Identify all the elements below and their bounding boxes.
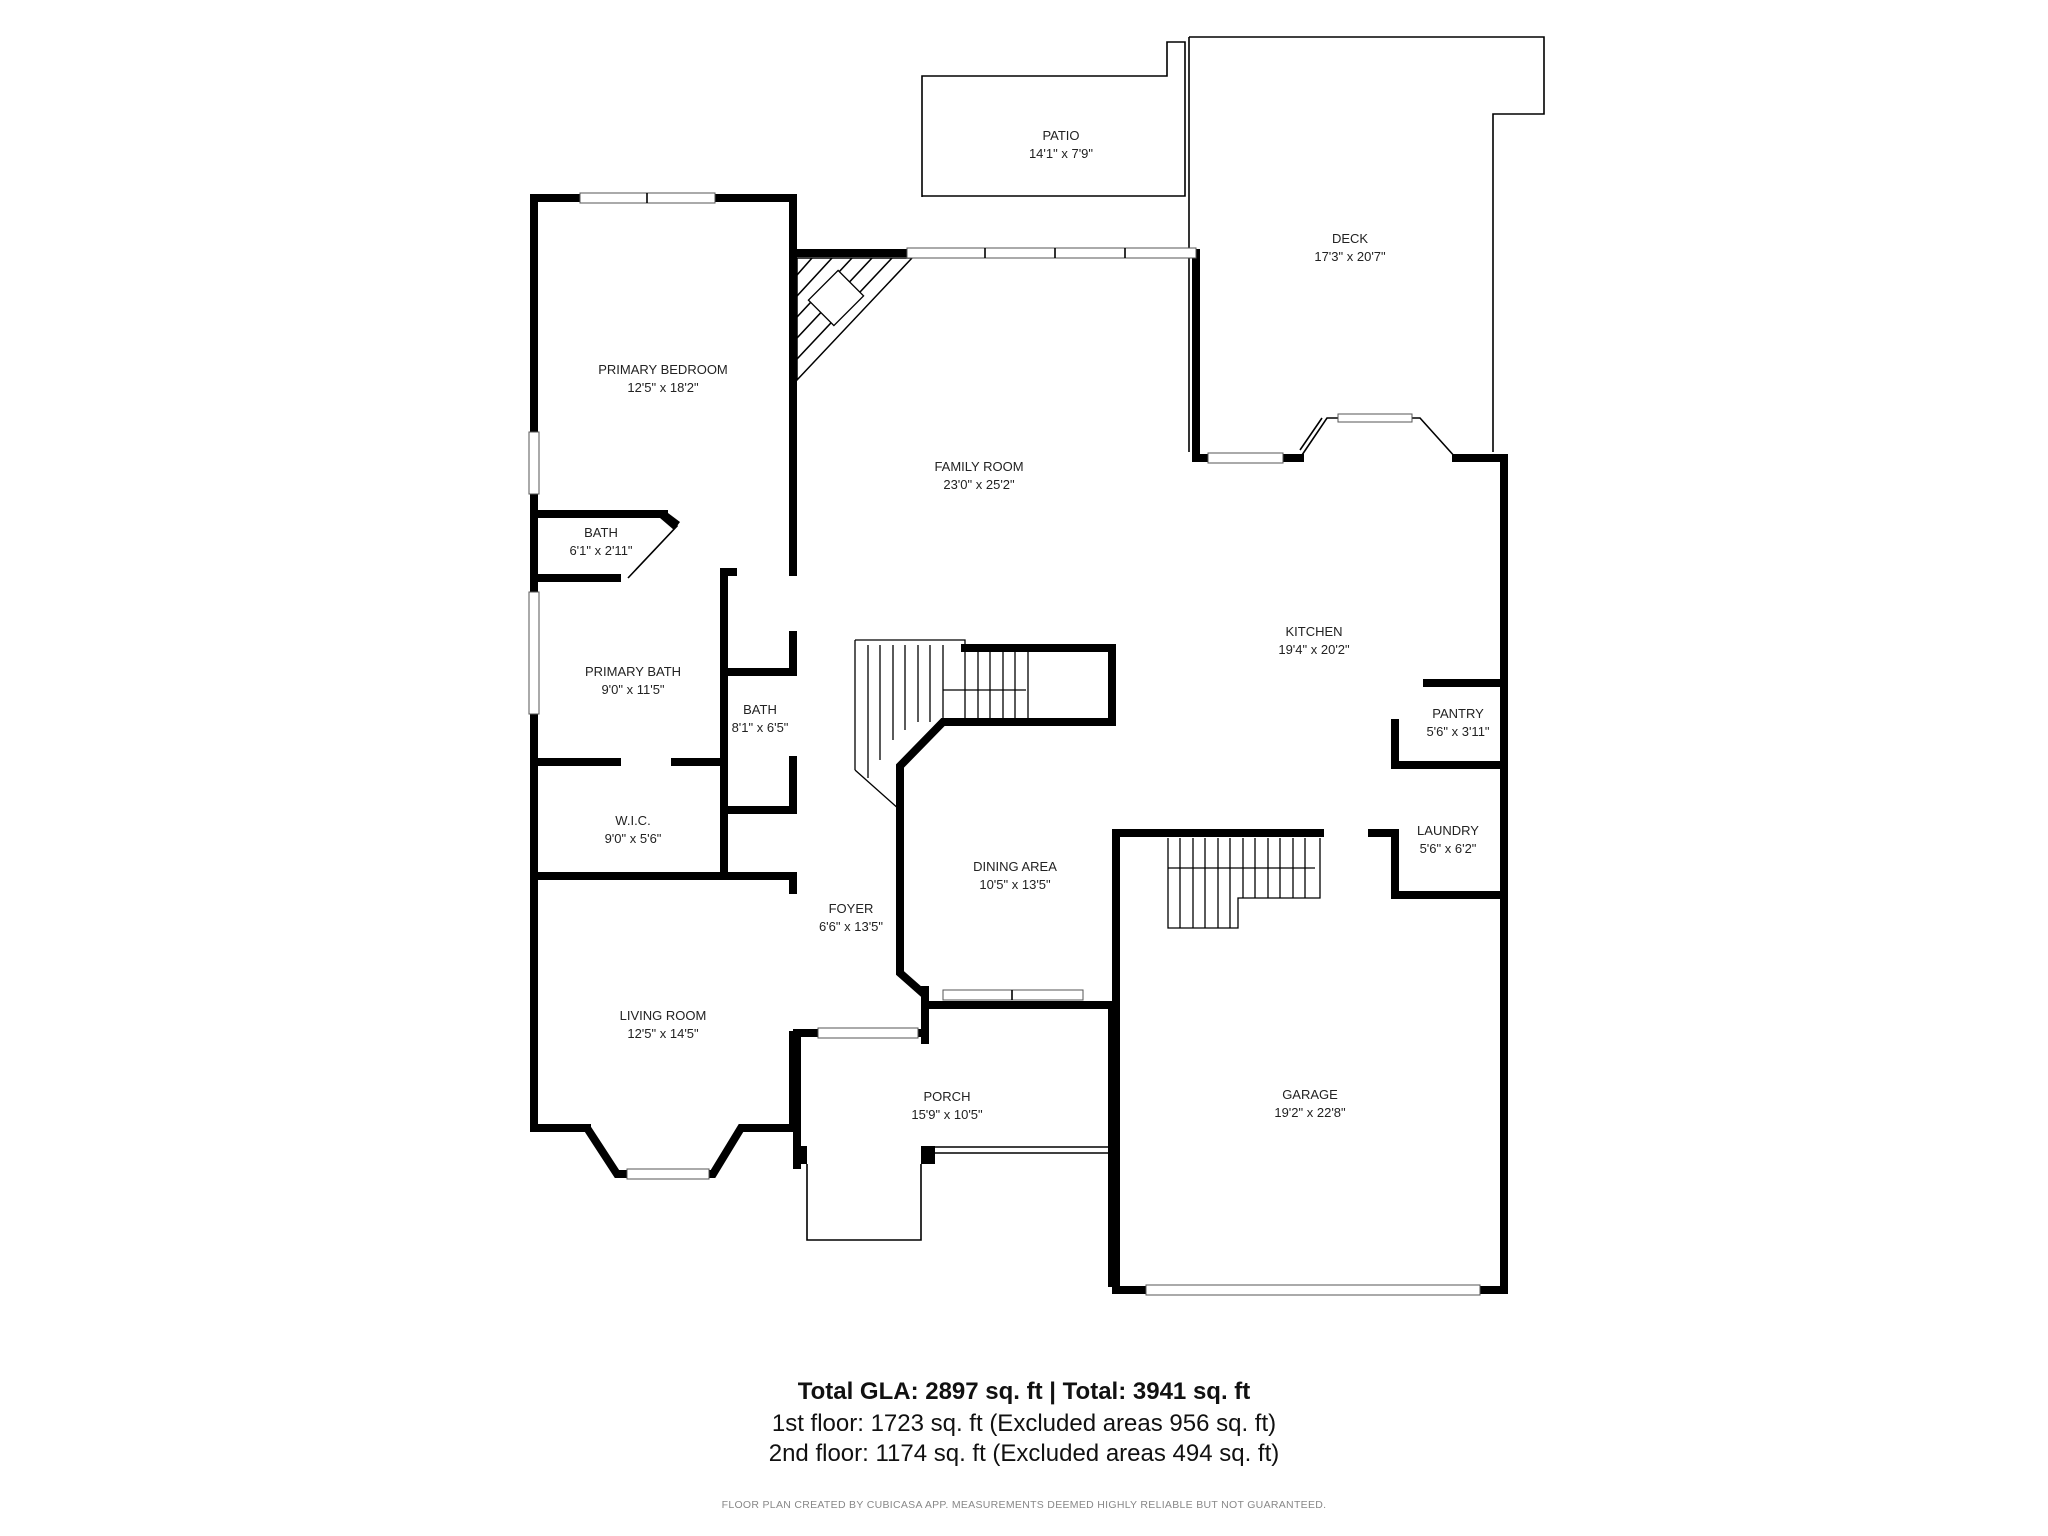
second-floor-area: 2nd floor: 1174 sq. ft (Excluded areas 4…	[768, 1440, 1280, 1467]
porch-size: 15'9" x 10'5"	[911, 1107, 983, 1122]
pantry-size: 5'6" x 3'11"	[1426, 724, 1489, 739]
garage-label: GARAGE	[1282, 1087, 1338, 1102]
staircase-lower	[1167, 838, 1321, 929]
walls	[530, 194, 1508, 1294]
laundry-label: LAUNDRY	[1417, 823, 1479, 838]
bath-a-label: BATH	[584, 525, 618, 540]
deck-outline	[1188, 36, 1545, 452]
laundry-size: 5'6" x 6'2"	[1420, 841, 1477, 856]
patio-size: 14'1" x 7'9"	[1029, 146, 1093, 161]
credit-text: FLOOR PLAN CREATED BY CUBICASA APP. MEAS…	[721, 1499, 1327, 1511]
kitchen-size: 19'4" x 20'2"	[1278, 642, 1350, 657]
primary-bedroom-size: 12'5" x 18'2"	[627, 380, 699, 395]
porch-steps	[806, 1146, 1112, 1241]
family-room-label: FAMILY ROOM	[934, 459, 1023, 474]
total-area: Total GLA: 2897 sq. ft | Total: 3941 sq.…	[797, 1378, 1251, 1405]
dining-area-label: DINING AREA	[973, 859, 1057, 874]
bath-a-diagonal	[627, 510, 680, 579]
bath-b-size: 8'1" x 6'5"	[732, 720, 789, 735]
living-room-size: 12'5" x 14'5"	[627, 1026, 699, 1041]
family-room-size: 23'0" x 25'2"	[943, 477, 1015, 492]
wic-size: 9'0" x 5'6"	[605, 831, 662, 846]
deck-size: 17'3" x 20'7"	[1314, 249, 1386, 264]
primary-bath-size: 9'0" x 11'5"	[601, 682, 664, 697]
kitchen-label: KITCHEN	[1285, 624, 1342, 639]
primary-bath-label: PRIMARY BATH	[585, 664, 681, 679]
wic-label: W.I.C.	[615, 813, 650, 828]
foyer-size: 6'6" x 13'5"	[819, 919, 883, 934]
fireplace-icon	[796, 257, 914, 382]
first-floor-area: 1st floor: 1723 sq. ft (Excluded areas 9…	[771, 1410, 1277, 1437]
patio-outline	[921, 41, 1186, 197]
living-room-label: LIVING ROOM	[620, 1008, 707, 1023]
staircase-upper	[854, 639, 1029, 811]
garage-size: 19'2" x 22'8"	[1274, 1105, 1346, 1120]
porch-label: PORCH	[924, 1089, 971, 1104]
primary-bedroom-label: PRIMARY BEDROOM	[598, 362, 728, 377]
foyer-label: FOYER	[829, 901, 874, 916]
bath-b-label: BATH	[743, 702, 777, 717]
bath-a-size: 6'1" x 2'11"	[569, 543, 632, 558]
pantry-label: PANTRY	[1432, 706, 1484, 721]
room-labels: PATIO 14'1" x 7'9" DECK 17'3" x 20'7" PR…	[569, 128, 1489, 1122]
deck-label: DECK	[1332, 231, 1368, 246]
patio-label: PATIO	[1042, 128, 1079, 143]
windows	[528, 192, 1481, 1296]
dining-area-size: 10'5" x 13'5"	[979, 877, 1051, 892]
